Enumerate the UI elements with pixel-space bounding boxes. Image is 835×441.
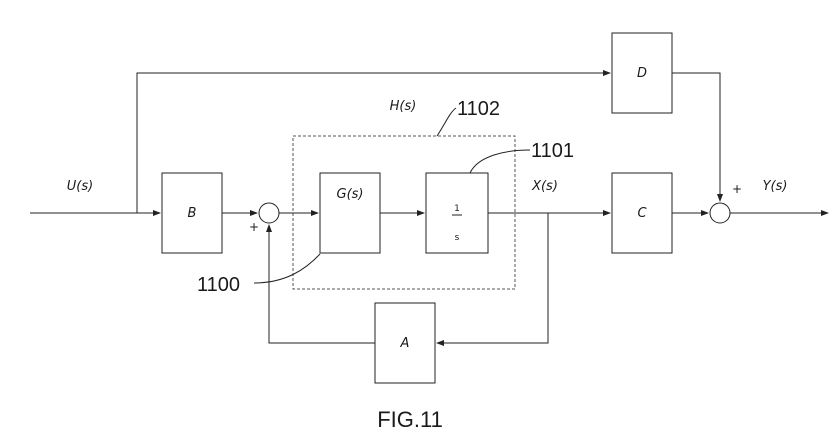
block-g [319, 172, 381, 254]
ref-1100: 1100 [197, 274, 240, 296]
sum-junction-2 [709, 202, 731, 224]
block-a-label: A [400, 336, 410, 351]
signal-state-label: X(s) [531, 179, 558, 194]
block-d-label: D [637, 66, 647, 81]
wire-d-to-sum2 [672, 72, 723, 202]
sum-junction-1 [258, 202, 280, 224]
leader-1100 [253, 253, 321, 284]
leader-1102 [436, 107, 457, 137]
block-c-label: C [637, 206, 647, 221]
h-group-box [292, 135, 516, 290]
signal-output-label: Y(s) [763, 179, 788, 194]
leader-1101 [469, 149, 531, 174]
block-b-label: B [188, 206, 197, 221]
group-label: H(s) [390, 99, 417, 114]
integrator-numerator: 1 [454, 204, 460, 214]
sum2-plus-sign: + [732, 182, 742, 196]
block-g-label: G(s) [337, 187, 364, 202]
wire-a-to-sum1 [266, 224, 375, 344]
integrator-denominator: s [455, 233, 460, 243]
ref-1102: 1102 [457, 98, 500, 120]
sum1-plus-sign: + [249, 220, 259, 234]
figure-caption: FIG.11 [377, 407, 443, 432]
ref-1101: 1101 [531, 140, 574, 162]
wire-feedforward-to-d [136, 70, 611, 213]
signal-input-label: U(s) [67, 179, 93, 194]
wire-feedback-to-a [436, 213, 549, 346]
